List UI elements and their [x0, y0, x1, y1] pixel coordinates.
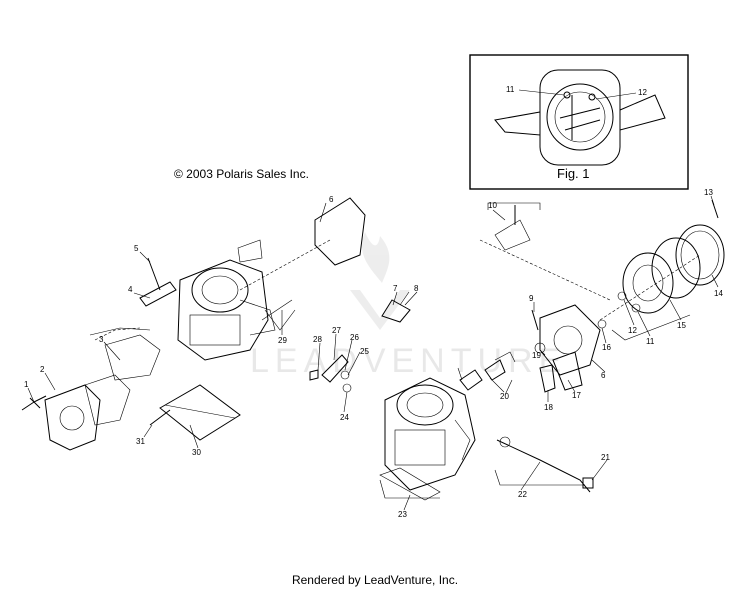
footer-credit: Rendered by LeadVenture, Inc.: [291, 573, 459, 587]
callout-4: 4: [128, 285, 133, 294]
callout-6: 6: [329, 195, 334, 204]
callout-18: 18: [544, 403, 553, 412]
callout-28: 28: [313, 335, 322, 344]
callout-9: 9: [529, 294, 534, 303]
callout-15: 15: [677, 321, 686, 330]
callout-25: 25: [360, 347, 369, 356]
callout-7: 7: [393, 284, 398, 293]
callout-31: 31: [136, 437, 145, 446]
callout-5: 5: [134, 244, 139, 253]
inset-figure: 11 12 Fig. 1: [469, 54, 689, 190]
copyright-notice: © 2003 Polaris Sales Inc.: [174, 167, 309, 181]
callout-1: 1: [24, 380, 29, 389]
callout-20: 20: [500, 392, 509, 401]
right-carburetor: [379, 195, 725, 511]
callout-14: 14: [714, 289, 723, 298]
callout-6-right: 6: [601, 371, 606, 380]
callout-23: 23: [398, 510, 407, 519]
callout-10: 10: [488, 201, 497, 210]
callout-22: 22: [518, 490, 527, 499]
callout-16: 16: [602, 343, 611, 352]
inset-callout-12: 12: [638, 88, 647, 97]
middle-parts: [309, 291, 418, 413]
callout-24: 24: [340, 413, 349, 422]
callout-21: 21: [601, 453, 610, 462]
watermark-text: LEADVENTURE: [250, 342, 567, 380]
callout-26: 26: [350, 333, 359, 342]
left-carburetor: [21, 197, 366, 451]
callout-11: 11: [646, 337, 655, 346]
callout-2: 2: [40, 365, 45, 374]
callout-19: 19: [532, 351, 541, 360]
inset-callout-11: 11: [506, 85, 515, 94]
callout-17: 17: [572, 391, 581, 400]
watermark-logo: LEADVENTURE: [250, 232, 567, 380]
callout-8: 8: [414, 284, 419, 293]
callout-13: 13: [704, 188, 713, 197]
group-brackets: [89, 202, 691, 499]
callout-30: 30: [192, 448, 201, 457]
callout-3: 3: [99, 335, 104, 344]
callout-29: 29: [278, 336, 287, 345]
callout-12: 12: [628, 326, 637, 335]
callout-27: 27: [332, 326, 341, 335]
callouts: 1 2 3 4 5 6 7 8 9 10 11 12 13 14 15 16 1…: [24, 188, 723, 519]
inset-caption: Fig. 1: [557, 166, 590, 181]
